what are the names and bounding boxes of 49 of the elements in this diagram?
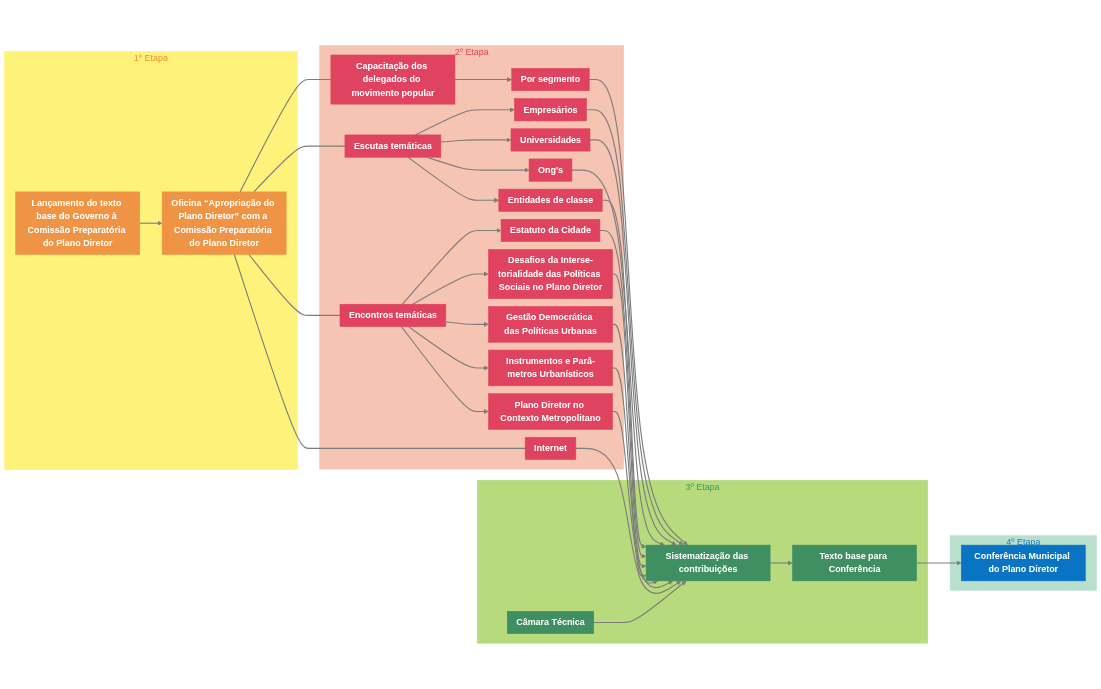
node-box xyxy=(528,158,573,182)
arrow xyxy=(916,560,962,566)
arrow xyxy=(440,137,512,143)
node-box xyxy=(507,611,594,635)
node-box xyxy=(330,54,456,105)
node-box xyxy=(792,545,917,582)
node-box xyxy=(344,134,442,158)
flowchart-diagram: 4º Etapa 3º Etapa 2º Etapa 1º Etapa Lançamento do texto base do Governo à Comissão Preparatória do Plano Diretor Oficina “Apropriação do Plano Diretor” com a Comissão Preparatória do Plano Diretor Capacitação dos delegados do movimento popular Por segmento Escutas temáticas Empresários Universidades Ong's Entidades de classe Encontros temáticas Estatuto da Cidade Desafios da Interse-torialidade das Políticas Sociais no Plano Diretor Gestão Democrática das Políticas Urbanas Instrumentos e Parâ-metros Urbanísticos Plano Diretor no Contexto Metropolitano Internet Câmara Técnica Sistematização das contribuições Texto base para Conferência Conferência Municipal do Plano Diretor xyxy=(0,41,1101,648)
arrow xyxy=(407,326,489,371)
arrow xyxy=(401,228,502,305)
node-box xyxy=(524,437,577,461)
node-box xyxy=(961,545,1086,582)
node-box xyxy=(500,219,601,243)
cluster xyxy=(319,45,624,470)
arrow xyxy=(611,273,647,569)
arrow xyxy=(611,323,647,579)
arrow xyxy=(571,169,665,546)
arrow xyxy=(454,77,512,83)
node-box xyxy=(510,128,591,152)
node-box xyxy=(645,545,771,582)
connector xyxy=(239,79,332,193)
arrow xyxy=(611,411,674,589)
node-box xyxy=(514,98,587,122)
node-box xyxy=(498,189,603,212)
node-box xyxy=(161,191,287,255)
arrow xyxy=(414,107,515,136)
cluster xyxy=(949,535,1097,591)
arrow xyxy=(445,321,489,327)
arrow xyxy=(575,448,682,595)
node-box xyxy=(511,68,590,92)
arrow xyxy=(412,271,489,305)
arrow xyxy=(407,156,500,203)
arrow xyxy=(611,367,658,585)
node-box xyxy=(488,349,613,387)
connector xyxy=(253,145,346,193)
cluster xyxy=(477,480,928,644)
arrow xyxy=(593,580,687,624)
arrow xyxy=(139,220,163,226)
node-box xyxy=(339,304,447,328)
arrow xyxy=(589,139,677,546)
arrow xyxy=(400,326,489,415)
node-box xyxy=(488,393,613,430)
cluster xyxy=(4,51,298,471)
node-box xyxy=(15,191,140,255)
connector xyxy=(248,254,341,317)
node-box xyxy=(488,249,613,300)
node-box xyxy=(488,306,613,343)
arrow xyxy=(769,560,793,566)
connector xyxy=(233,254,526,450)
